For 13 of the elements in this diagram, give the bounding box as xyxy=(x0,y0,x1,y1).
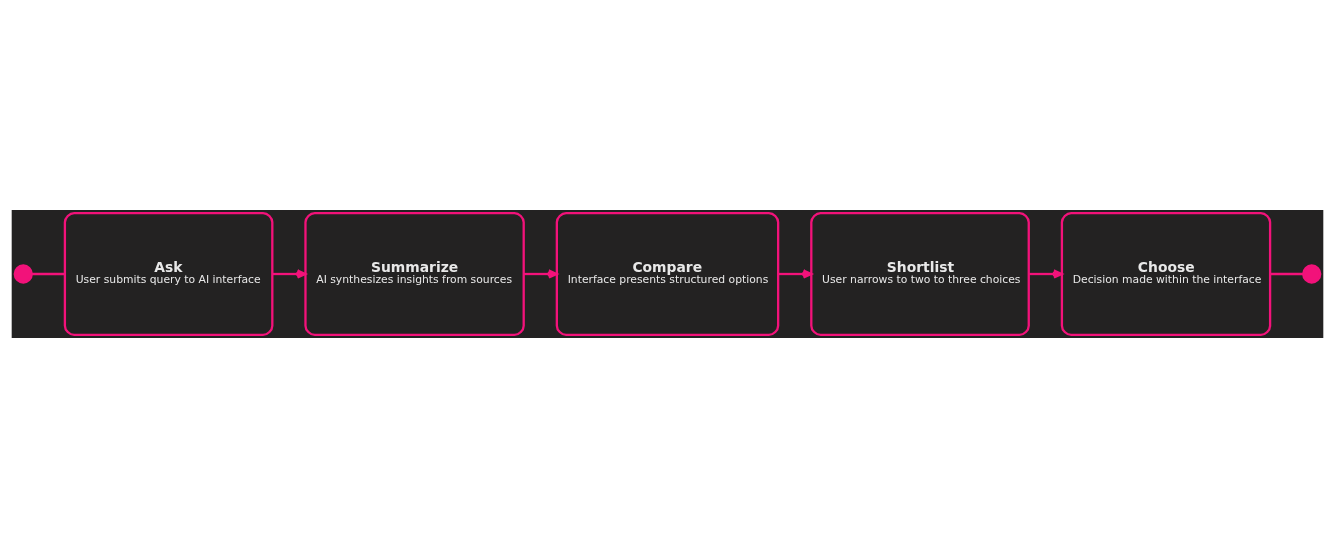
node-box: Ask User submits query to AI interface xyxy=(63,211,274,337)
arrow xyxy=(1029,269,1063,279)
node-box: Summarize AI synthesizes insights from sources xyxy=(304,211,525,337)
arrow xyxy=(272,269,307,279)
node-box: Shortlist User narrows to two to three choices xyxy=(810,211,1030,337)
connector xyxy=(31,272,65,276)
node-circle xyxy=(13,264,33,284)
node-circle xyxy=(1302,264,1322,284)
node-box: Compare Interface presents structured options xyxy=(555,211,780,337)
connector xyxy=(1270,272,1304,276)
arrow xyxy=(778,269,813,279)
arrow xyxy=(523,269,558,279)
node-box: Choose Decision made within the interface xyxy=(1060,211,1272,337)
